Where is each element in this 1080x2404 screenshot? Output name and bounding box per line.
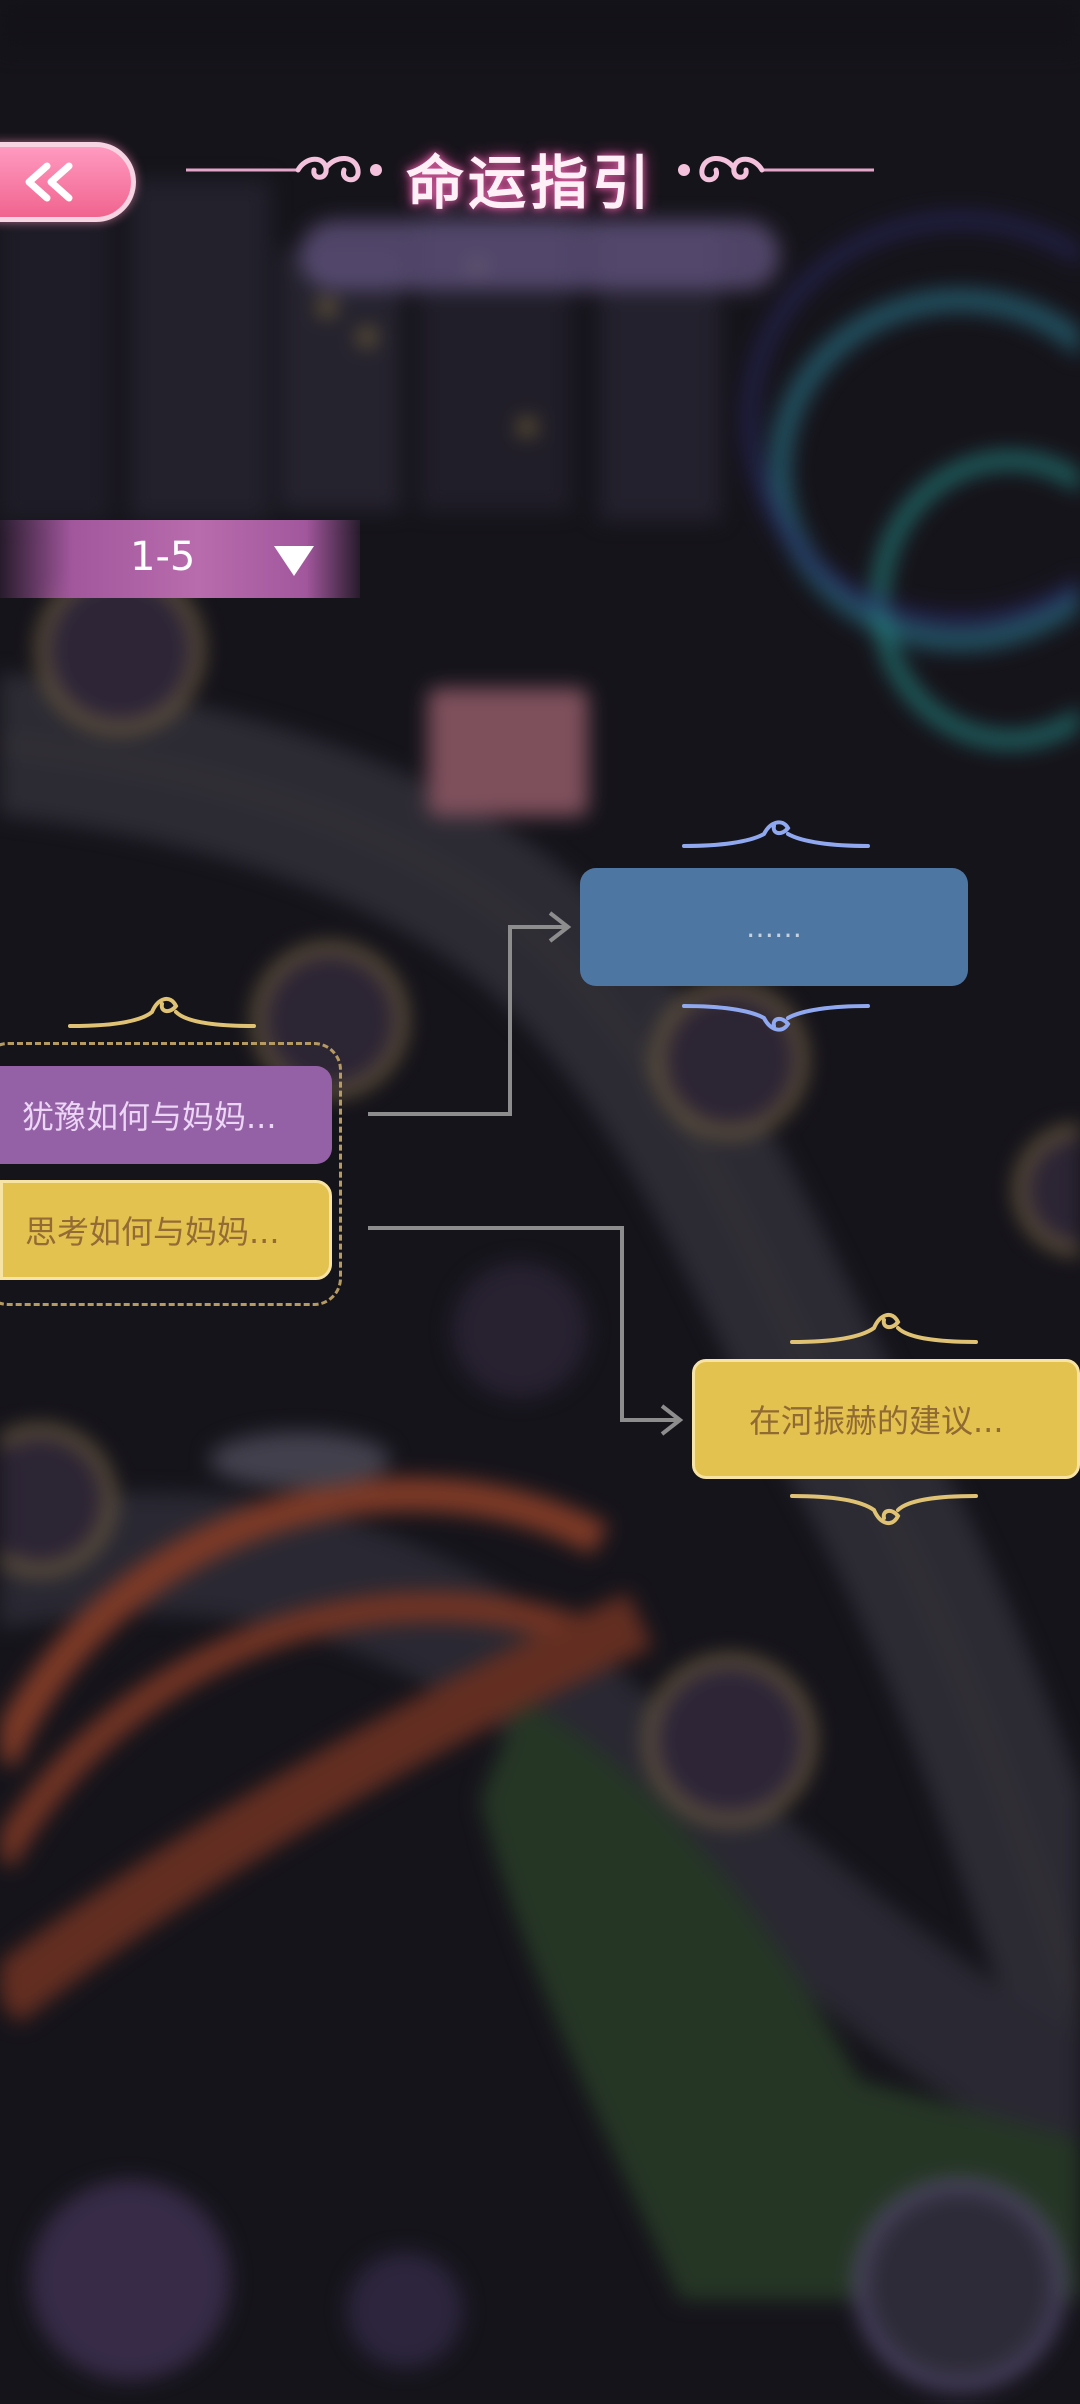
page-title: 命运指引 [405,149,654,217]
triangle-down-icon [274,546,314,576]
back-button[interactable] [0,142,136,222]
story-node-label: 在河振赫的建议... [749,1402,1004,1440]
arrow-connector-icon [548,911,684,1436]
double-chevron-left-icon [25,162,73,202]
chapter-dropdown[interactable]: 1-5 [0,520,360,598]
story-node-label: …… [746,910,802,944]
story-node-unknown[interactable]: …… [580,868,968,986]
choice-node-label: 思考如何与妈妈... [25,1213,280,1251]
choice-node-think[interactable]: 思考如何与妈妈... [0,1180,332,1280]
choice-node-label: 犹豫如何与妈妈... [22,1098,277,1136]
story-node-suggestion[interactable]: 在河振赫的建议... [692,1359,1080,1479]
swirl-ornament-icon [68,996,978,1526]
chapter-value: 1-5 [130,534,196,580]
swirl-ornament-icon [682,820,870,1032]
swirl-ornament-icon [678,156,874,183]
header: 命运指引 [180,130,880,217]
choice-node-hesitate[interactable]: 犹豫如何与妈妈... [0,1066,332,1164]
choice-group [0,1042,342,1306]
swirl-ornament-icon [186,156,382,183]
